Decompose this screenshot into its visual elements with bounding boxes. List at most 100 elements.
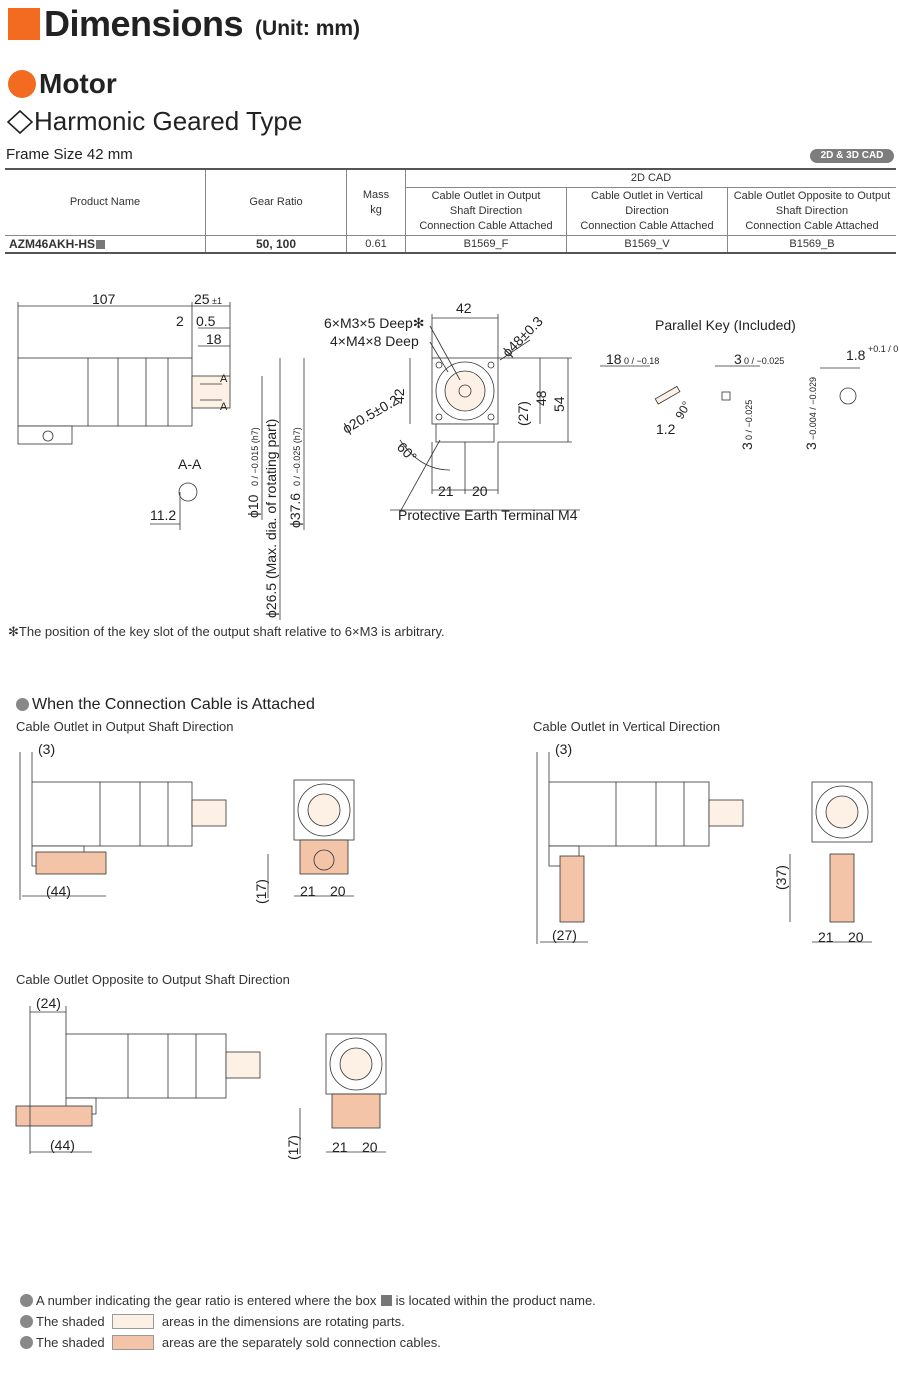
type-title: Harmonic Geared Type [34,106,303,136]
cable-output-front [267,779,355,898]
dim-25-tol: ±1 [212,296,222,306]
dia-10: ϕ10 [245,494,261,518]
cable-vertical-side [536,752,744,944]
output-d21: 21 [300,883,316,899]
th-cad1-l1: Cable Outlet in Output [431,190,541,202]
parallel-key-drawing [600,365,860,405]
output-d20: 20 [330,883,346,899]
output-d17: (17) [253,879,269,904]
dia-37-tol: 0 / −0.025 (h7) [292,427,302,486]
product-name: AZM46AKH-HS [9,237,96,251]
dia-48: ϕ48±0.3 [499,313,546,360]
dia-26: ϕ26.5 (Max. dia. of rotating part) [263,419,279,618]
page-heading: Dimensions (Unit: mm) [8,3,361,44]
legend-1b: is located within the product name. [395,1293,596,1308]
dim-42-side: 42 [391,388,407,404]
key-90: 90° [672,399,693,422]
th-product-name: Product Name [5,168,206,236]
cell-mass: 0.61 [346,235,406,254]
cell-gear-ratio: 50, 100 [205,235,347,254]
box-placeholder-icon [96,240,106,249]
vertical-d37: (37) [773,865,789,890]
vertical-d20: 20 [848,929,864,945]
cable-swatch [112,1335,155,1350]
main-dimension-drawing: 107 25 ±1 2 0.5 18 A A A-A 11.2 ϕ10 0 / … [17,291,898,620]
th-cad3-l3: Connection Cable Attached [745,220,879,232]
cable-opposite-front [299,1033,387,1154]
legend-1a: A number indicating the gear ratio is en… [36,1293,377,1308]
cell-product: AZM46AKH-HS [5,235,206,254]
dia-10-tol: 0 / −0.015 (h7) [250,427,260,486]
table-row: AZM46AKH-HS 50, 100 0.61 B1569_F B1569_V… [5,235,896,254]
spec-table: Product Name Gear Ratio Mass kg 2D CAD C… [5,168,896,254]
label-opposite: Cable Outlet Opposite to Output Shaft Di… [16,972,290,987]
gray-circle-icon [20,1336,33,1349]
th-mass: Mass kg [346,168,406,236]
motor-side-view [17,357,231,445]
legend-2a: The shaded [36,1314,105,1329]
cable-opposite-side [15,1006,261,1154]
th-cad3-l1: Cable Outlet Opposite to Output [733,190,891,202]
dim-27p: (27) [515,401,531,426]
dim-107: 107 [92,291,116,307]
orange-circle-icon [8,70,36,98]
motor-front-view [431,357,499,443]
cable-drawings: (3) (44) (17) 21 20 (3) (27) (37) 21 20 … [15,741,873,1160]
section-heading: Motor [8,68,117,100]
th-cad2-l2: Direction [625,205,669,217]
th-cad2-l3: Connection Cable Attached [580,220,714,232]
label-a-bottom: A [220,401,228,413]
opposite-d21: 21 [332,1139,348,1155]
key-3c: 3 [803,442,819,450]
type-heading: Harmonic Geared Type [6,106,302,137]
gray-circle-icon [20,1315,33,1328]
opposite-d17: (17) [285,1135,301,1160]
section-title: Motor [39,68,117,99]
box-placeholder-icon [381,1295,392,1306]
dim-20: 20 [472,483,488,499]
legend-item-1: A number indicating the gear ratio is en… [20,1293,596,1308]
key-3a-tol: 0 / −0.025 [744,356,784,366]
rotating-swatch [112,1314,155,1329]
cell-cad2[interactable]: B1569_V [566,235,728,254]
th-cad2-l1: Cable Outlet in Vertical [591,190,703,202]
key-18: 18 [606,351,622,367]
label-m4: 4×M4×8 Deep [330,333,419,349]
legend-2b: areas in the dimensions are rotating par… [161,1314,405,1329]
key-18b-tol: +0.1 / 0 [868,344,898,354]
cable-section-title-text: When the Connection Cable is Attached [32,696,315,713]
dia-205: ϕ20.5±0.2 [340,392,402,437]
vertical-d27: (27) [552,927,577,943]
dim-48: 48 [533,390,549,406]
th-mass-line2: kg [370,203,382,216]
key-3c-tol: −0.004 / −0.029 [808,377,818,440]
th-gear-ratio: Gear Ratio [205,168,347,236]
unit-label: (Unit: mm) [255,17,361,40]
cell-cad3[interactable]: B1569_B [727,235,896,254]
th-cad1: Cable Outlet in Output Shaft Direction C… [405,187,567,236]
legend-3a: The shaded [36,1335,105,1350]
section-aa: A-A [178,456,202,472]
dim-112: 11.2 [150,507,176,523]
key-18b: 1.8 [846,347,866,363]
vertical-d3: (3) [555,741,572,757]
legend-item-3: The shaded areas are the separately sold… [20,1335,441,1350]
dim-18: 18 [206,331,222,347]
cable-section-title: When the Connection Cable is Attached [16,696,315,714]
pe-terminal: Protective Earth Terminal M4 [398,507,578,523]
output-d3: (3) [38,741,55,757]
key-3b-tol: 0 / −0.025 [744,400,754,440]
opposite-d20: 20 [362,1139,378,1155]
frame-size: Frame Size 42 mm [6,146,133,163]
cad-tag: 2D & 3D CAD [810,149,894,163]
th-cad3-l2: Shaft Direction [775,205,849,217]
output-d44: (44) [46,883,71,899]
diamond-icon [6,109,34,134]
key-3b: 3 [739,442,755,450]
opposite-d44: (44) [50,1137,75,1153]
gray-circle-icon [20,1294,33,1307]
cell-cad1[interactable]: B1569_F [405,235,567,254]
dim-2: 2 [176,313,184,329]
th-cad2: Cable Outlet in Vertical Direction Conne… [566,187,728,236]
footnote: ✻The position of the key slot of the out… [8,624,445,639]
